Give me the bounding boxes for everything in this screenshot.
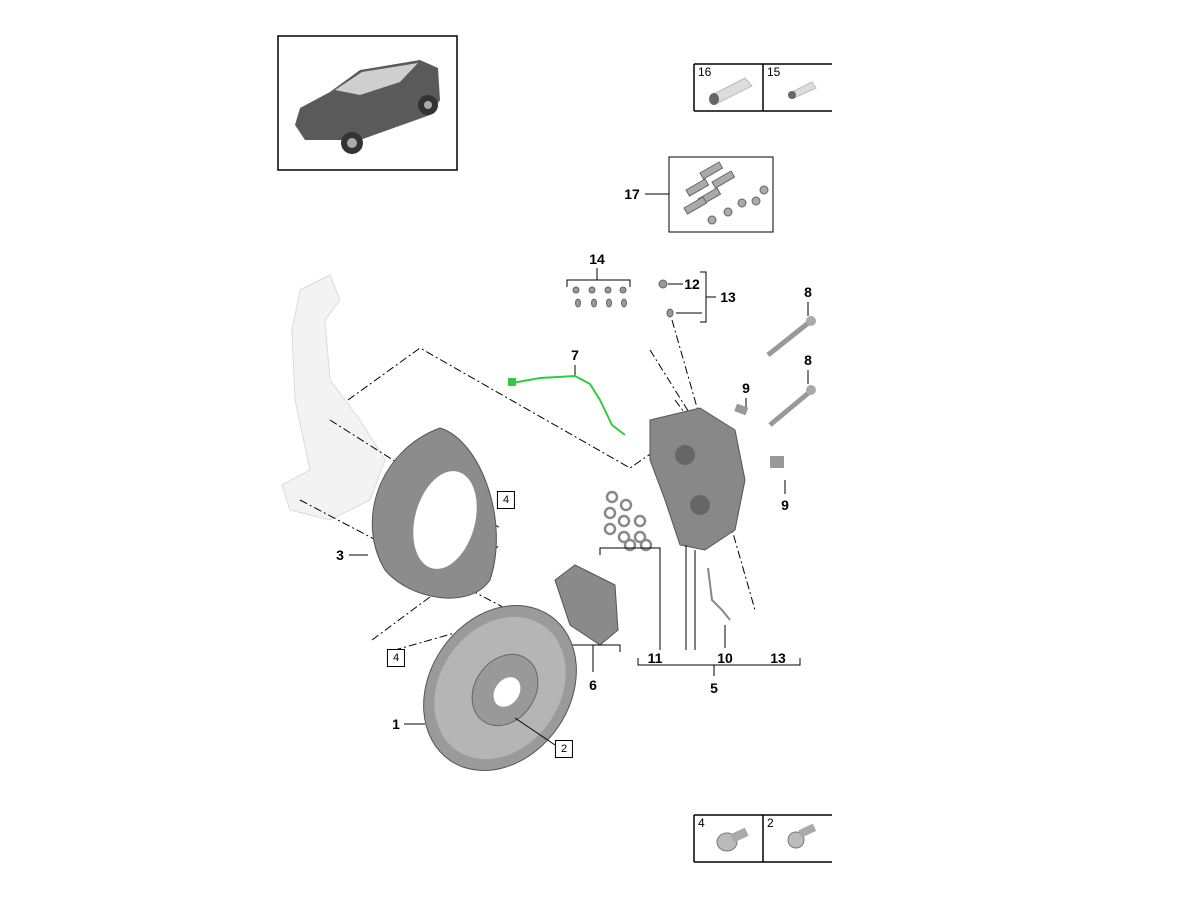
callout-4[interactable]: 4 (386, 649, 406, 667)
brake-caliper[interactable] (649, 407, 746, 551)
callout-6[interactable]: 6 (589, 677, 597, 693)
vehicle-thumbnail[interactable] (277, 35, 458, 171)
bolt-kit[interactable] (645, 156, 774, 233)
callout-17[interactable]: 17 (624, 186, 640, 202)
callout-7[interactable]: 7 (571, 347, 579, 363)
callout-3[interactable]: 3 (336, 547, 344, 563)
screw-flange-icon (716, 827, 749, 852)
callout-4[interactable]: 4 (496, 491, 516, 509)
callout-13[interactable]: 13 (720, 289, 736, 305)
callout-9[interactable]: 9 (781, 497, 789, 513)
callout-11[interactable]: 11 (647, 650, 663, 666)
callout-2[interactable]: 2 (554, 740, 574, 758)
grease-tube-small-icon (788, 81, 817, 99)
callout-9[interactable]: 9 (742, 380, 750, 396)
brake-disc[interactable] (392, 576, 608, 800)
wear-sensor-wire[interactable] (511, 374, 626, 436)
screw-countersunk-icon (787, 823, 817, 849)
caliper-bolts[interactable] (766, 316, 816, 427)
callout-5[interactable]: 5 (710, 680, 718, 696)
grease-tube-large-icon (709, 77, 753, 105)
callout-13[interactable]: 13 (770, 650, 786, 666)
callout-14[interactable]: 14 (589, 251, 605, 267)
brake-dust-shield[interactable] (371, 427, 497, 599)
callout-10[interactable]: 10 (717, 650, 733, 666)
accessory-number-2[interactable]: 2 (767, 816, 774, 830)
callout-12[interactable]: 12 (684, 276, 700, 292)
brake-pads[interactable] (554, 564, 619, 646)
callout-8[interactable]: 8 (804, 352, 812, 368)
steering-knuckle[interactable] (281, 274, 386, 521)
callout-1[interactable]: 1 (392, 716, 400, 732)
accessory-number-4[interactable]: 4 (698, 816, 705, 830)
callout-8[interactable]: 8 (804, 284, 812, 300)
accessory-number-15[interactable]: 15 (767, 65, 781, 79)
accessory-number-16[interactable]: 16 (698, 65, 712, 79)
